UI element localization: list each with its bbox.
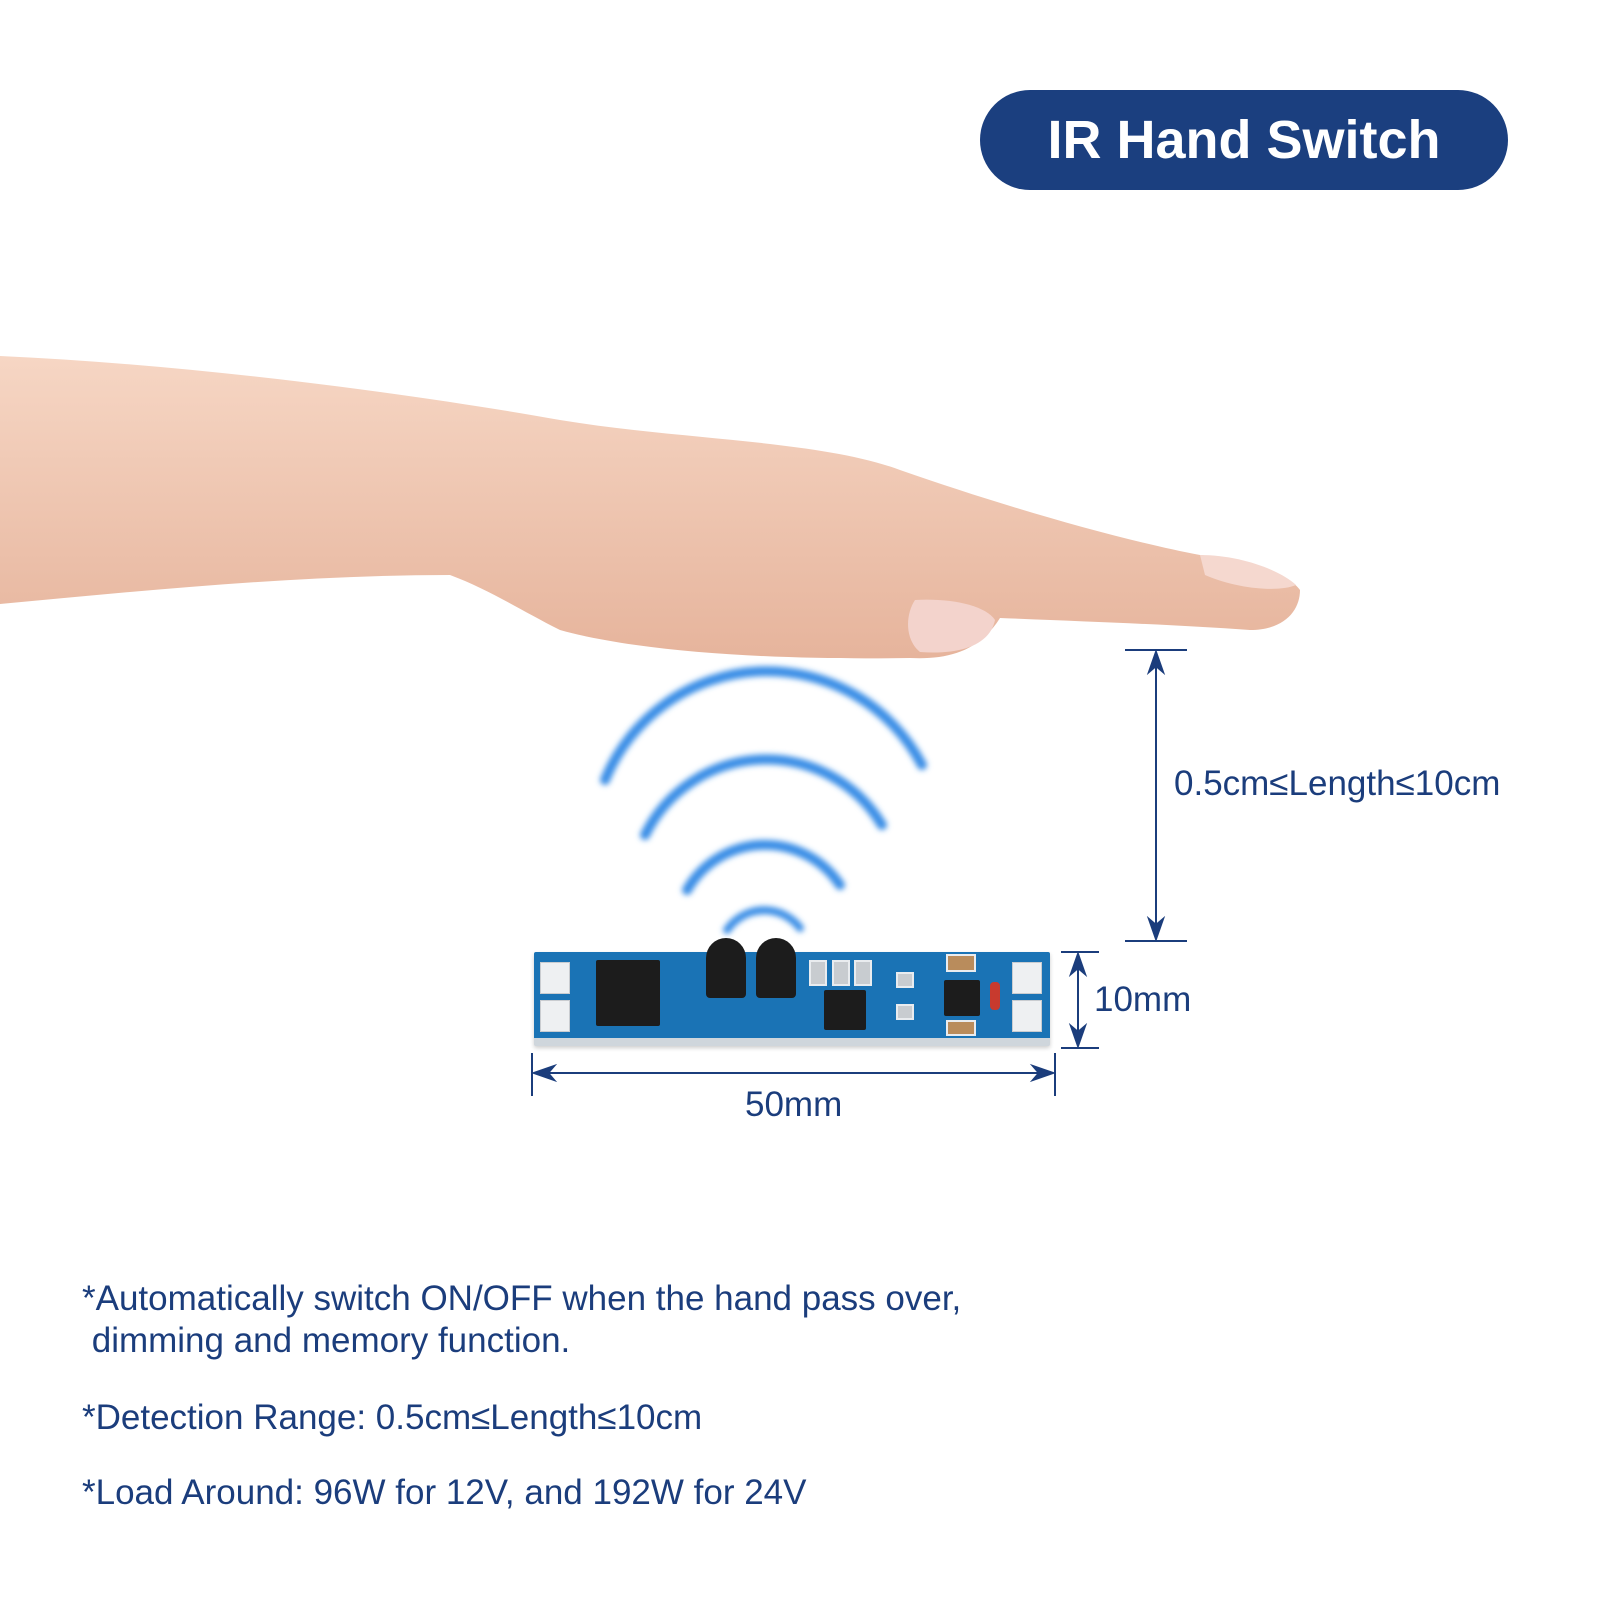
detection-range-label: 0.5cm≤Length≤10cm — [1174, 764, 1501, 803]
wave-arc — [640, 754, 887, 840]
width-label: 10mm — [1094, 980, 1192, 1019]
wave-arc — [723, 906, 804, 934]
wave-arc — [682, 839, 845, 895]
title-text: IR Hand Switch — [1047, 110, 1441, 170]
length-label: 50mm — [745, 1085, 843, 1124]
feature-detection-range: *Detection Range: 0.5cm≤Length≤10cm — [82, 1398, 703, 1437]
dimension-lines — [530, 648, 1187, 1096]
wave-arc — [600, 666, 927, 785]
title-badge: IR Hand Switch — [980, 90, 1508, 190]
hand-image — [0, 356, 1300, 659]
feature-load: *Load Around: 96W for 12V, and 192W for … — [82, 1473, 807, 1512]
ir-waves — [600, 666, 927, 934]
feature-auto-switch: *Automatically switch ON/OFF when the ha… — [82, 1279, 962, 1360]
pcb-board-image — [534, 938, 1050, 1046]
